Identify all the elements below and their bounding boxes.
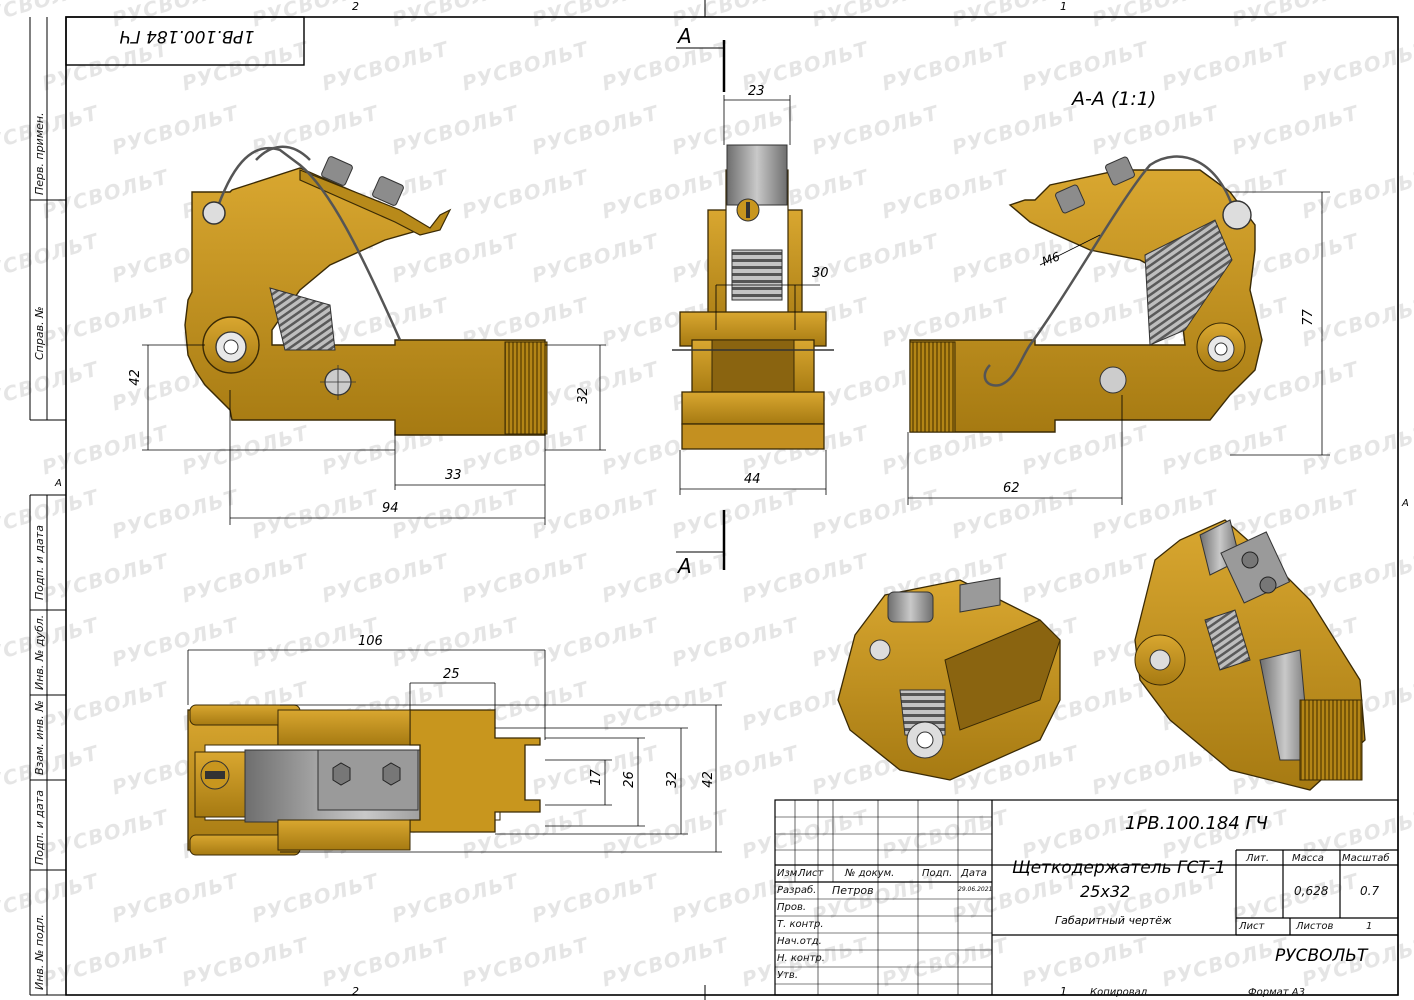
iso-view-left: [837, 577, 1061, 781]
dim-plan-h2: 26: [621, 771, 637, 788]
section-view: [909, 155, 1263, 433]
iso-view-right: [1134, 519, 1366, 791]
title-block-lines: [774, 799, 1399, 996]
dim-mid-top: 23: [748, 84, 765, 99]
scale-value: 0.7: [1360, 884, 1380, 898]
format-label: Формат А3: [1248, 987, 1305, 998]
sheets-label: Листов: [1296, 921, 1334, 932]
row-label-dept-head: Нач.отд.: [777, 936, 822, 947]
scale-label: Масштаб: [1342, 853, 1390, 864]
plan-dimensions: [187, 649, 722, 853]
dim-plan-h4: 42: [700, 771, 716, 788]
section-letter-bottom: А: [678, 554, 692, 578]
dim-front-body: 32: [575, 387, 591, 404]
row-label-approved: Утв.: [777, 970, 798, 981]
section-title: А-А (1:1): [1072, 88, 1157, 110]
mass-label: Масса: [1292, 853, 1324, 864]
zone-mark-bottom-right: 1: [1060, 985, 1067, 998]
company-name: РУСВОЛЬТ: [1275, 946, 1368, 966]
header-doc: № докум.: [845, 868, 895, 879]
title-block-grid: [775, 800, 992, 995]
section-letter-top: А: [678, 24, 692, 48]
designation: 1РВ.100.184 ГЧ: [1125, 813, 1268, 834]
middle-view: [672, 40, 834, 570]
dim-front-len1: 33: [445, 468, 462, 483]
plan-view: [187, 704, 541, 856]
front-view: [184, 145, 548, 436]
zone-mark-top-right: 1: [1060, 0, 1067, 13]
developer-date: 29.06.2021: [958, 886, 993, 893]
title-line2: 25х32: [1080, 882, 1131, 901]
zone-mark-top-left: 2: [352, 0, 359, 13]
dim-right-len: 62: [1003, 481, 1020, 496]
dim-front-len2: 94: [382, 501, 399, 516]
middle-dimensions: [679, 95, 827, 495]
dim-plan-window: 25: [443, 667, 460, 682]
dim-right-height: 77: [1300, 309, 1316, 326]
zone-mark-bottom-left: 2: [352, 985, 359, 998]
mass-value: 0,628: [1294, 884, 1329, 898]
dim-mid-inner: 30: [812, 266, 829, 281]
zone-mark-right: А: [1402, 498, 1409, 509]
lit-label: Лит.: [1246, 853, 1270, 864]
sheets-value: 1: [1366, 921, 1373, 932]
dim-mid-width: 44: [744, 472, 761, 487]
dim-front-height: 42: [127, 369, 143, 386]
dim-plan-len: 106: [358, 634, 383, 649]
header-date: Дата: [961, 868, 987, 879]
sheet-label: Лист: [1239, 921, 1265, 932]
row-label-checked: Пров.: [777, 902, 807, 913]
title-line1: Щеткодержатель ГСТ-1: [1012, 858, 1226, 878]
developer-name: Петров: [832, 884, 874, 897]
copied-label: Копировал: [1090, 987, 1148, 998]
zone-mark-left: А: [55, 478, 62, 489]
header-sign: Подп.: [922, 868, 953, 879]
row-label-norm-control: Н. контр.: [777, 953, 825, 964]
dim-plan-h1: 17: [588, 769, 604, 786]
front-dimensions: [142, 344, 606, 525]
header-izm: Изм.: [777, 868, 801, 879]
section-dimensions: [907, 191, 1330, 505]
row-label-developer: Разраб.: [777, 885, 817, 896]
dim-plan-h3: 32: [664, 771, 680, 788]
header-list: Лист: [798, 868, 824, 879]
doc-type: Габаритный чертёж: [1055, 914, 1172, 927]
row-label-tech-control: Т. контр.: [777, 919, 824, 930]
